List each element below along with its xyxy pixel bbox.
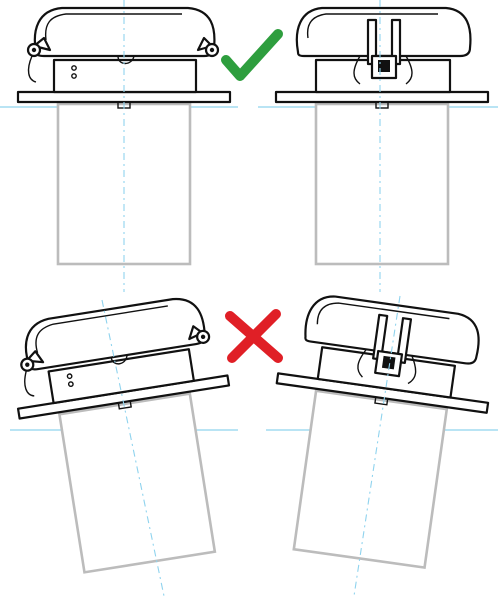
vent-side-view xyxy=(3,291,256,580)
panel-bottom-right-incorrect xyxy=(252,288,498,596)
panel-bottom-left-incorrect xyxy=(3,291,256,596)
vent-front-view xyxy=(274,6,490,266)
check-mark-icon xyxy=(226,34,278,76)
panel-top-right-correct xyxy=(258,0,498,292)
vent-front-view xyxy=(252,288,498,575)
cross-mark-icon xyxy=(230,314,278,358)
panel-top-left-correct xyxy=(0,0,238,292)
